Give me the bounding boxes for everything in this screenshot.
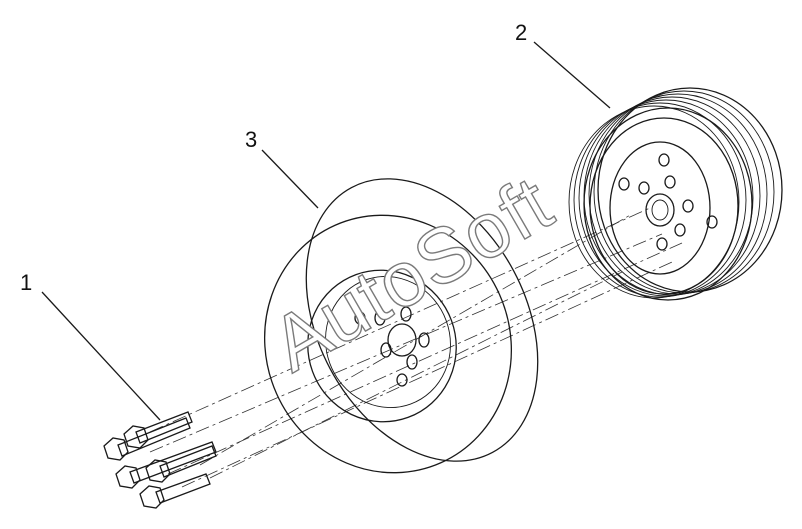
pulley-part-2 [568,87,783,301]
damper-ring-part-3 [263,178,539,474]
bolt [103,417,191,461]
bolt [139,473,211,509]
callout-label-2: 2 [515,20,528,45]
bolt [115,441,217,489]
bolts-part-1 [103,411,217,509]
callout-label-1: 1 [20,270,33,295]
bolt [123,411,193,449]
leader-lines [41,41,611,421]
axis-lines [149,207,683,488]
callout-label-3: 3 [245,127,258,152]
bolt [145,445,217,483]
pulley-grooves [568,90,775,299]
